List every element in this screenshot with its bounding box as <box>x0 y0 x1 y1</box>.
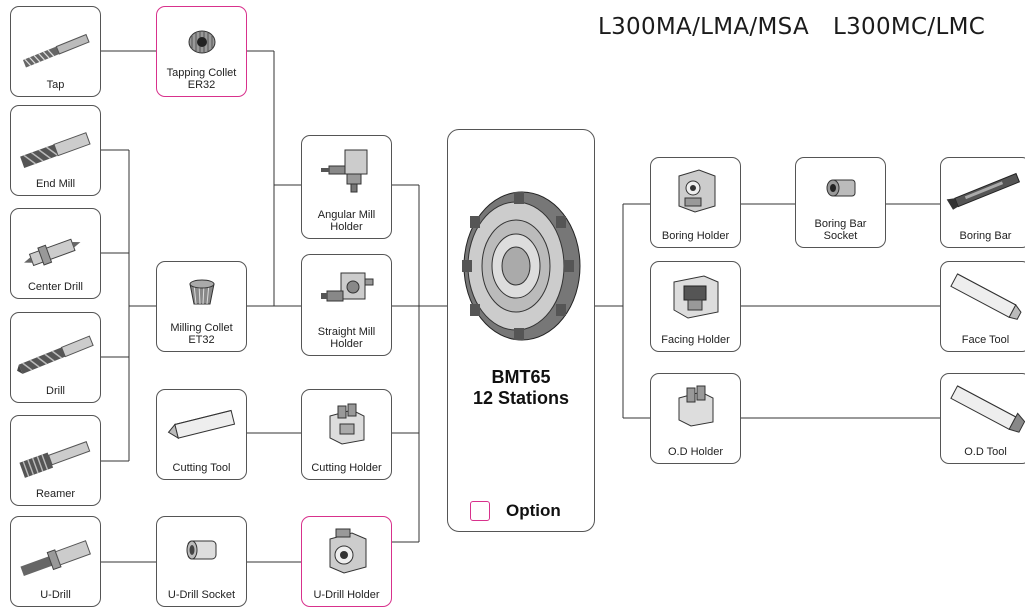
straight-mill-holder-icon <box>320 272 373 302</box>
boring-bar-icon <box>946 172 1020 210</box>
u-drill-box[interactable]: U-Drill <box>10 516 101 607</box>
option-swatch <box>470 501 490 521</box>
end-mill-box[interactable]: End Mill <box>10 105 101 196</box>
angular-mill-holder-label-1: Angular Mill <box>317 209 376 221</box>
u-drill-socket-icon <box>186 540 216 560</box>
boring-bar-socket-icon <box>826 179 855 197</box>
tap-icon <box>22 33 90 68</box>
u-drill-socket-box[interactable]: U-Drill Socket <box>156 516 247 607</box>
end-mill-label: End Mill <box>35 178 76 190</box>
face-tool-box[interactable]: Face Tool <box>940 261 1025 352</box>
boring-holder-box[interactable]: Boring Holder <box>650 157 741 248</box>
boring-bar-socket-label-1: Boring Bar <box>814 218 867 230</box>
turret-icon <box>462 191 581 341</box>
center-drill-box[interactable]: Center Drill <box>10 208 101 299</box>
face-tool-label: Face Tool <box>961 334 1010 346</box>
drill-label: Drill <box>46 385 65 397</box>
turret-stations: 12 Stations <box>472 388 570 408</box>
tapping-collet-label-2: ER32 <box>187 79 216 91</box>
model-title-2: L300MC/LMC <box>833 14 986 40</box>
od-tool-icon <box>949 385 1025 433</box>
model-title-1: L300MA/LMA/MSA <box>598 14 809 40</box>
cutting-holder-box[interactable]: Cutting Holder <box>301 389 392 480</box>
boring-holder-icon <box>678 169 715 213</box>
cutting-holder-icon <box>329 403 364 445</box>
option-legend: Option <box>470 501 561 521</box>
milling-collet-label-2: ET32 <box>188 334 215 346</box>
od-tool-box[interactable]: O.D Tool <box>940 373 1025 464</box>
tapping-collet-icon <box>188 30 215 54</box>
boring-bar-box[interactable]: Boring Bar <box>940 157 1025 248</box>
tap-label: Tap <box>46 79 65 91</box>
u-drill-icon <box>19 540 91 577</box>
cutting-holder-label: Cutting Holder <box>311 462 382 474</box>
facing-holder-label: Facing Holder <box>661 334 730 346</box>
boring-holder-label: Boring Holder <box>661 230 730 242</box>
facing-holder-box[interactable]: Facing Holder <box>650 261 741 352</box>
tapping-collet-label-1: Tapping Collet <box>166 67 237 79</box>
option-label: Option <box>506 501 561 520</box>
angular-mill-holder-label-2: Holder <box>330 221 363 233</box>
od-tool-label: O.D Tool <box>964 446 1007 458</box>
straight-mill-holder-label-2: Holder <box>330 338 363 350</box>
center-drill-label: Center Drill <box>27 281 83 293</box>
milling-collet-icon <box>188 279 215 305</box>
angular-mill-holder-icon <box>320 149 367 193</box>
drill-icon <box>16 335 94 374</box>
tap-box[interactable]: Tap <box>10 6 101 97</box>
od-holder-box[interactable]: O.D Holder <box>650 373 741 464</box>
u-drill-holder-label: U-Drill Holder <box>313 589 380 601</box>
milling-collet-label-1: Milling Collet <box>170 322 233 334</box>
u-drill-socket-label: U-Drill Socket <box>167 589 236 601</box>
facing-holder-icon <box>673 275 718 319</box>
model-title: L300MA/LMA/MSA L300MC/LMC <box>598 14 1009 40</box>
cutting-tool-label: Cutting Tool <box>172 462 231 474</box>
reamer-label: Reamer <box>35 488 76 500</box>
face-tool-icon <box>949 273 1022 320</box>
turret-model: BMT65 <box>491 367 551 387</box>
cutting-tool-box[interactable]: Cutting Tool <box>156 389 247 480</box>
reamer-box[interactable]: Reamer <box>10 415 101 506</box>
end-mill-icon <box>19 132 91 168</box>
u-drill-holder-icon <box>329 528 366 574</box>
reamer-icon <box>18 441 90 478</box>
u-drill-holder-box[interactable]: U-Drill Holder <box>301 516 392 607</box>
od-holder-icon <box>678 385 713 427</box>
u-drill-label: U-Drill <box>40 589 71 601</box>
center-drill-icon <box>23 238 80 267</box>
boring-bar-label: Boring Bar <box>959 230 1012 242</box>
cutting-tool-icon <box>167 409 235 440</box>
od-holder-label: O.D Holder <box>667 446 724 458</box>
straight-mill-holder-label-1: Straight Mill <box>317 326 376 338</box>
boring-bar-socket-label-2: Socket <box>823 230 858 242</box>
drill-box[interactable]: Drill <box>10 312 101 403</box>
